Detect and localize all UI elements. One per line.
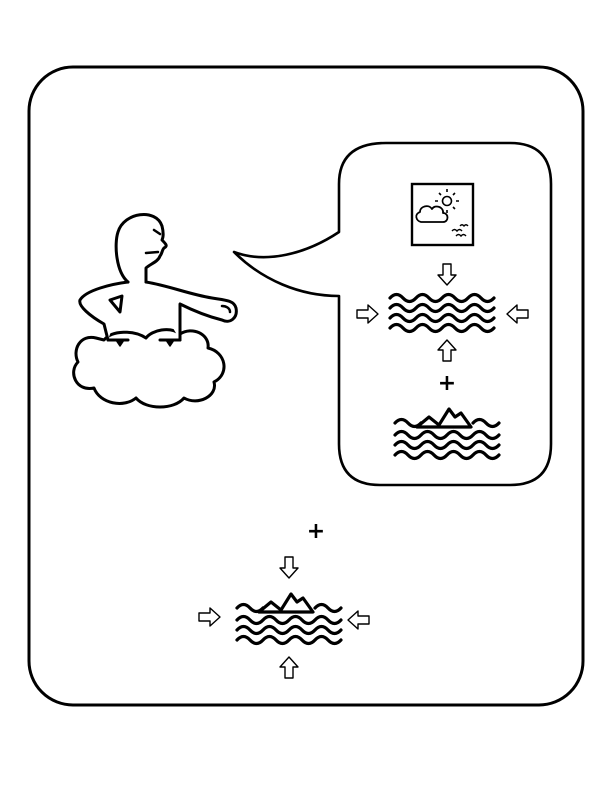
birds-icon: [451, 224, 469, 238]
cloud-icon: [415, 205, 449, 223]
sun-cloud-birds-picture-icon: [410, 182, 475, 247]
plus-operator: +: [438, 371, 456, 396]
sun-icon: [435, 189, 459, 213]
seated-figure-on-cloud-icon: [72, 213, 238, 409]
cloud-icon: [72, 328, 226, 409]
plus-operator-lower: +: [307, 519, 325, 544]
